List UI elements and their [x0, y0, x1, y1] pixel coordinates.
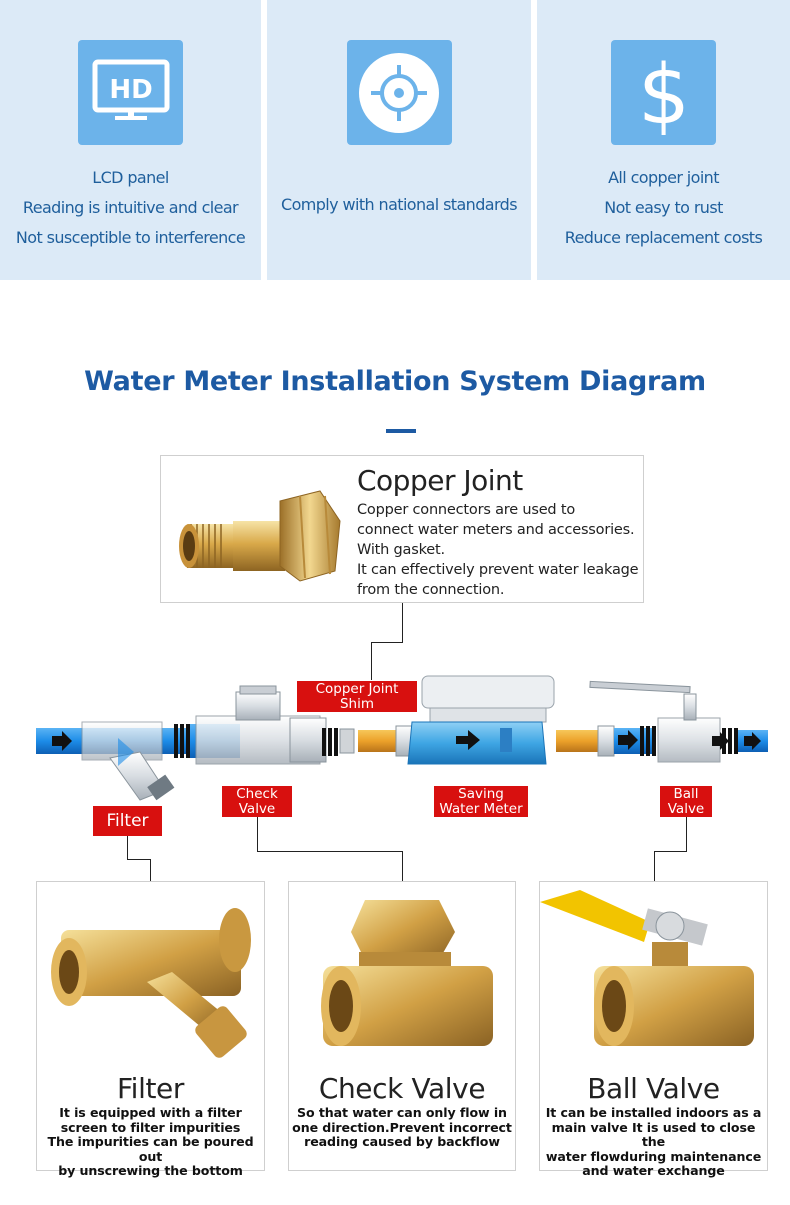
- card-desc-line: The impurities can be poured out: [47, 1134, 254, 1164]
- card-desc-line: reading caused by backflow: [304, 1134, 500, 1149]
- water-meter-illustration: [407, 675, 555, 765]
- target-icon: [346, 40, 452, 145]
- connector-line: [127, 859, 151, 860]
- connector-line: [257, 817, 258, 852]
- connector-line: [371, 642, 372, 680]
- card-desc-line: screen to filter impurities: [60, 1119, 241, 1135]
- feature-strip: HD LCD panel Reading is intuitive and cl…: [0, 0, 790, 280]
- feature-standards-text: Comply with national standards: [281, 190, 518, 220]
- feature-line: All copper joint: [608, 168, 719, 187]
- filter-image: [51, 908, 251, 1058]
- card-desc-line: It is equipped with a filter: [59, 1105, 242, 1120]
- filter-illustration: [81, 721, 175, 801]
- copper-joint-shim-label: Copper Joint Shim: [297, 681, 417, 712]
- check-valve-card-title: Check Valve: [318, 1072, 486, 1105]
- feature-line: LCD panel: [92, 168, 169, 187]
- connector-line: [686, 817, 687, 851]
- filter-card-title: Filter: [117, 1072, 184, 1105]
- hd-monitor-icon: HD: [78, 40, 183, 145]
- connector-line: [654, 851, 655, 881]
- check-valve-card: Check Valve So that water can only flow …: [288, 881, 516, 1171]
- card-desc-line: water flowduring maintenance: [545, 1148, 762, 1164]
- ball-valve-image: [540, 890, 754, 1046]
- connector-line: [127, 836, 128, 860]
- filter-card: Filter It is equipped with a filter scre…: [36, 881, 265, 1178]
- card-desc-line: It can be installed indoors as a: [545, 1105, 762, 1120]
- filter-card-description: It is equipped with a filter screen to f…: [37, 1105, 264, 1179]
- label-line: Ball: [673, 786, 699, 802]
- label-line: Check: [236, 786, 278, 802]
- flow-arrow-icon: [712, 732, 729, 750]
- feature-line: Reduce replacement costs: [564, 228, 763, 247]
- ball-valve-label: Ball Valve: [660, 786, 712, 817]
- copper-joint-desc-line: It can effectively prevent water leakage: [357, 562, 639, 578]
- card-desc-line: by unscrewing the bottom: [58, 1163, 243, 1178]
- filter-label: Filter: [93, 806, 162, 836]
- pipeline-diagram: [36, 675, 768, 801]
- card-desc-line: So that water can only flow in: [297, 1105, 507, 1120]
- copper-joint-box: Copper Joint Copper connectors are used …: [160, 455, 644, 603]
- dollar-icon: $: [611, 40, 716, 145]
- connector-line: [371, 642, 403, 643]
- connector-line: [257, 851, 403, 852]
- feature-line: Reading is intuitive and clear: [22, 198, 239, 217]
- card-desc-line: main valve It is used to close the: [551, 1119, 756, 1149]
- card-desc-line: and water exchange: [582, 1163, 725, 1178]
- flow-arrow-icon: [52, 731, 72, 751]
- title-underline: [386, 429, 416, 433]
- connector-line: [402, 603, 403, 643]
- feature-copper: $ All copper joint Not easy to rust Redu…: [537, 0, 790, 280]
- feature-standards: Comply with national standards: [267, 0, 531, 280]
- label-line: Shim: [339, 696, 375, 712]
- copper-joint-image: [179, 490, 341, 582]
- saving-water-meter-label: Saving Water Meter: [434, 786, 528, 817]
- copper-joint-desc-line: connect water meters and accessories.: [357, 522, 635, 538]
- check-valve-label: Check Valve: [222, 786, 292, 817]
- label-line: Copper Joint: [315, 681, 399, 697]
- ball-valve-illustration: [589, 680, 721, 763]
- feature-lcd-text: LCD panel Reading is intuitive and clear…: [15, 163, 246, 253]
- feature-line: Not easy to rust: [604, 198, 723, 217]
- connector-line: [150, 859, 151, 881]
- label-line: Water Meter: [439, 801, 523, 817]
- feature-line: Not susceptible to interference: [15, 228, 246, 247]
- copper-joint-title: Copper Joint: [357, 464, 523, 497]
- hd-text: HD: [109, 75, 152, 105]
- label-line: Saving: [458, 786, 504, 802]
- page-title: Water Meter Installation System Diagram: [84, 366, 706, 397]
- dollar-sign: $: [637, 48, 689, 138]
- label-line: Valve: [238, 801, 276, 817]
- ball-valve-card-title: Ball Valve: [587, 1072, 720, 1105]
- ball-valve-card-description: It can be installed indoors as a main va…: [540, 1105, 767, 1179]
- check-valve-image: [321, 900, 493, 1046]
- feature-line: Comply with national standards: [281, 195, 518, 214]
- copper-joint-desc-line: With gasket.: [357, 542, 445, 558]
- label-line: Valve: [667, 801, 705, 817]
- check-valve-card-description: So that water can only flow in one direc…: [289, 1105, 515, 1150]
- connector-line: [654, 851, 687, 852]
- connector-line: [402, 851, 403, 881]
- card-desc-line: one direction.Prevent incorrect: [292, 1119, 512, 1135]
- copper-joint-description: Copper connectors are used to connect wa…: [357, 500, 642, 600]
- copper-joint-desc-line: Copper connectors are used to: [357, 502, 575, 518]
- copper-joint-desc-line: from the connection.: [357, 582, 505, 598]
- feature-lcd: HD LCD panel Reading is intuitive and cl…: [0, 0, 261, 280]
- feature-copper-text: All copper joint Not easy to rust Reduce…: [564, 163, 763, 253]
- ball-valve-card: Ball Valve It can be installed indoors a…: [539, 881, 768, 1178]
